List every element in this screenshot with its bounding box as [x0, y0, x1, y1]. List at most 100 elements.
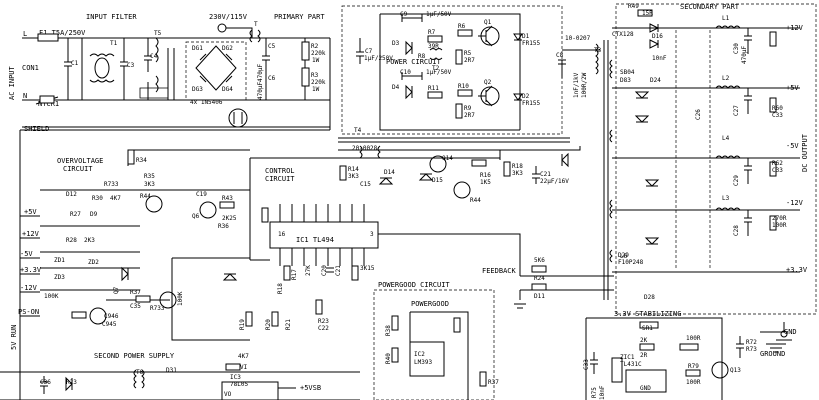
transistor-q13-label: Q13	[730, 367, 741, 374]
resistor-r3-power: 1W	[312, 86, 320, 93]
sig-m12v: -12V	[20, 284, 38, 292]
resistor-r72-value: 2R	[640, 352, 648, 359]
resistor-r34-label: R34	[136, 157, 147, 164]
out-m5v: -5V	[786, 142, 799, 150]
overvoltage-title-1: OVERVOLTAGE	[57, 157, 103, 165]
choke-t1-label: T1	[110, 40, 118, 47]
diode-d83-label: D83	[620, 77, 631, 84]
secondary-part-title: SECONDARY PART	[680, 3, 740, 11]
cap-c29-label: C29	[733, 175, 740, 186]
resistor-r25-label: 5K6	[534, 257, 545, 264]
resistor-r18b-value: R17	[291, 269, 298, 280]
choke-t5-label: T5	[154, 30, 162, 37]
resistor-r16-label: R16	[480, 172, 491, 179]
diode-d1-type: FR155	[522, 40, 540, 47]
snubber-resistor-value: 100R/2W	[581, 72, 588, 98]
svg-text:3: 3	[370, 231, 374, 238]
resistor-r7-value: 39R	[428, 43, 439, 50]
resistor-r21-label: R21	[285, 319, 292, 330]
resistor-r49-value: 15R	[642, 10, 653, 17]
resistor-r38-label: R38	[385, 325, 392, 336]
resistor-r26-label: D11	[534, 293, 545, 300]
resistor-r2-label: R2	[311, 43, 319, 50]
transistor-c946-label: C19	[196, 191, 207, 198]
diode-dg2-label: DG2	[222, 45, 233, 52]
resistor-r35-label: R35	[144, 173, 155, 180]
resistor-r11-label: R11	[428, 85, 439, 92]
resistor-r37-label: 100K	[177, 291, 184, 306]
resistor-r61-value: 100R	[772, 222, 787, 229]
resistor-r60-value: C33	[772, 167, 783, 174]
ic2-label: IC2	[414, 351, 425, 358]
stabilizing-title: 3.3V STABILIZING	[614, 310, 681, 318]
resistor-r7-label: R7	[428, 29, 436, 36]
resistor-r44-label: R43	[222, 195, 233, 202]
cap-c33-label: C33	[583, 359, 590, 370]
zener-zd1-label: ZD1	[54, 257, 65, 264]
resistor-r75-label: R75	[591, 387, 598, 398]
cap-c27-label: C27	[733, 105, 740, 116]
resistor-r733-label: R733	[104, 181, 119, 188]
transistor-c945-label: R44	[140, 193, 151, 200]
resistor-r16-value: 1K5	[480, 179, 491, 186]
resistor-r40-label: R40	[385, 353, 392, 364]
resistor-r19-label: R19	[239, 319, 246, 330]
resistor-r18b-label: R18	[277, 283, 284, 294]
resistor-r5-value: 2R7	[464, 57, 475, 64]
out-12v: +12V	[786, 24, 804, 32]
diode-d15-label: D15	[432, 177, 443, 184]
cap-c21-label: C21	[540, 171, 551, 178]
resistor-r74-value: 100R	[686, 379, 701, 386]
diode-f10p248-label: F10P248	[618, 259, 644, 266]
cap-c22-label: C21	[335, 265, 342, 276]
cap-c30-value: 470µF	[741, 46, 748, 64]
diode-d4-label: D4	[392, 84, 400, 91]
resistor-r18-label: R18	[512, 163, 523, 170]
diode-d31-label: R23	[66, 379, 77, 386]
cap-c4-label: C4	[150, 53, 158, 60]
cap-c6-label: C6	[268, 75, 276, 82]
resistor-r3-value: 220k	[311, 79, 326, 86]
resistor-10k-label: 3K15	[360, 265, 375, 272]
out-5v: +5V	[786, 84, 799, 92]
ic1-label: IC1 TL494	[296, 236, 334, 244]
resistor-r36-label: R37	[130, 289, 141, 296]
transformer-t4-label: T4	[354, 127, 362, 134]
resistor-r17-label: R23	[318, 318, 329, 325]
diode-ctx128-label: CTX128	[612, 31, 634, 38]
ic3-vi-label: VO	[224, 391, 232, 398]
transistor-r733-label: R733	[150, 305, 165, 312]
resistor-r43-label: 2K25	[222, 215, 237, 222]
ntc-label: NTCR1	[38, 100, 59, 108]
resistor-r60-label: R62	[772, 160, 783, 167]
sig-ps-on: PS-ON	[18, 308, 39, 316]
con1-label: CON1	[22, 64, 39, 72]
cap-c21-value: 22µF/16V	[540, 178, 569, 185]
zener-zd2-label: ZD2	[88, 259, 99, 266]
diode-d1-label: D1	[522, 33, 530, 40]
diode-dg4-label: DG4	[222, 86, 233, 93]
transformer-code: 10-0207	[565, 35, 591, 42]
resistor-r3-label: R3	[311, 72, 319, 79]
transistor-q3-type: R44	[470, 197, 481, 204]
transistor-q8-label: Q7	[113, 286, 120, 294]
resistor-r28-value: 2K3	[84, 237, 95, 244]
cap-c5-value: 470µF	[257, 64, 264, 82]
ic1-body	[269, 221, 379, 249]
inductor-l3-label: L3	[722, 195, 730, 202]
ic3-body	[221, 381, 279, 400]
resistor-r30-value: 4K7	[110, 195, 121, 202]
cap-c7-label: C7	[365, 48, 373, 55]
ic3-type: 78L05	[230, 381, 248, 388]
resistor-r79-label: 100R	[686, 335, 701, 342]
ic2-body	[409, 341, 445, 377]
resistor-r6-label: R6	[458, 23, 466, 30]
resistor-r37-pg-label: R37	[488, 379, 499, 386]
primary-part-title: PRIMARY PART	[274, 13, 325, 21]
zic1-body	[611, 357, 623, 383]
cap-c3-label: C3	[127, 62, 135, 69]
mains-l: L	[23, 30, 27, 38]
resistor-r71-value: R73	[746, 346, 757, 353]
resistor-r20-label: R20	[265, 319, 272, 330]
ac-input-label: AC INPUT	[8, 65, 16, 100]
